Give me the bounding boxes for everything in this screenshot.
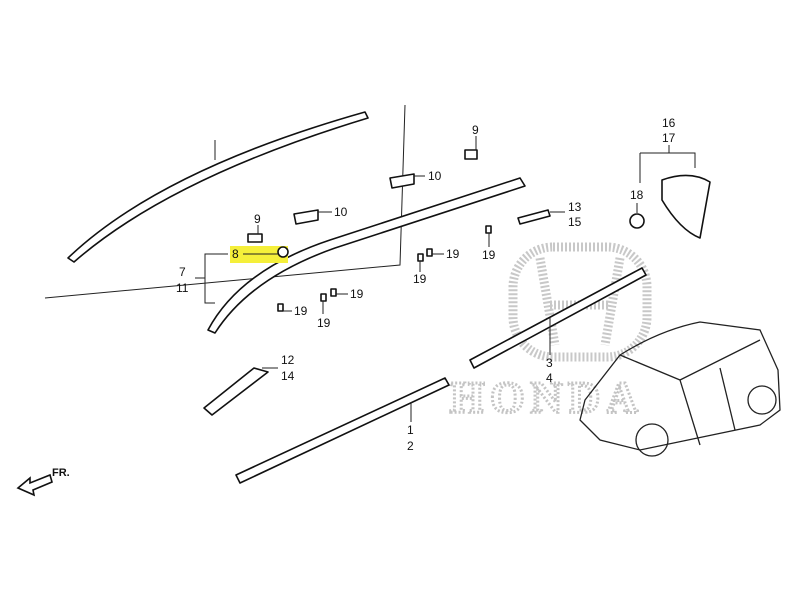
callout: 17: [662, 131, 676, 145]
callout: 15: [568, 215, 582, 229]
callout: 10: [334, 205, 348, 219]
quarter-trim: [661, 174, 711, 239]
callout: 10: [428, 169, 442, 183]
callout: 19: [413, 272, 427, 286]
callout: 3: [546, 356, 553, 370]
roof-molding: [67, 111, 369, 263]
callout-labels: 9 10 10 9 8 7 11 19 19 19 19 19 19 13 15…: [176, 116, 676, 453]
callout: 13: [568, 200, 582, 214]
door-molding-lower: [235, 377, 450, 484]
callout: 12: [281, 353, 295, 367]
callout: 16: [662, 116, 676, 130]
callout: 9: [472, 123, 479, 137]
callout: 11: [176, 281, 189, 295]
callout: 2: [407, 439, 414, 453]
callout: 18: [630, 188, 644, 202]
callout: 1: [407, 423, 414, 437]
svg-text:HONDA: HONDA: [450, 373, 644, 422]
callout: 4: [546, 371, 553, 385]
door-molding-upper: [469, 267, 647, 369]
callout: 19: [482, 248, 496, 262]
car-outline: [579, 321, 781, 457]
callout: 8: [232, 247, 239, 261]
callout: 9: [254, 212, 261, 226]
part-8-clip: [277, 246, 289, 258]
callout: 7: [179, 265, 186, 279]
callout: 14: [281, 369, 295, 383]
direction-label: FR.: [52, 467, 70, 479]
callout: 19: [446, 247, 460, 261]
callout: 19: [350, 287, 364, 301]
partition-line: [44, 104, 406, 299]
callout: 19: [317, 316, 331, 330]
grommet: [629, 213, 645, 229]
callout: 19: [294, 304, 308, 318]
honda-watermark: HONDA: [449, 242, 652, 424]
pillar-garnish: [203, 367, 269, 416]
front-arrow-icon: [16, 473, 53, 497]
roof-rail: [207, 177, 526, 334]
